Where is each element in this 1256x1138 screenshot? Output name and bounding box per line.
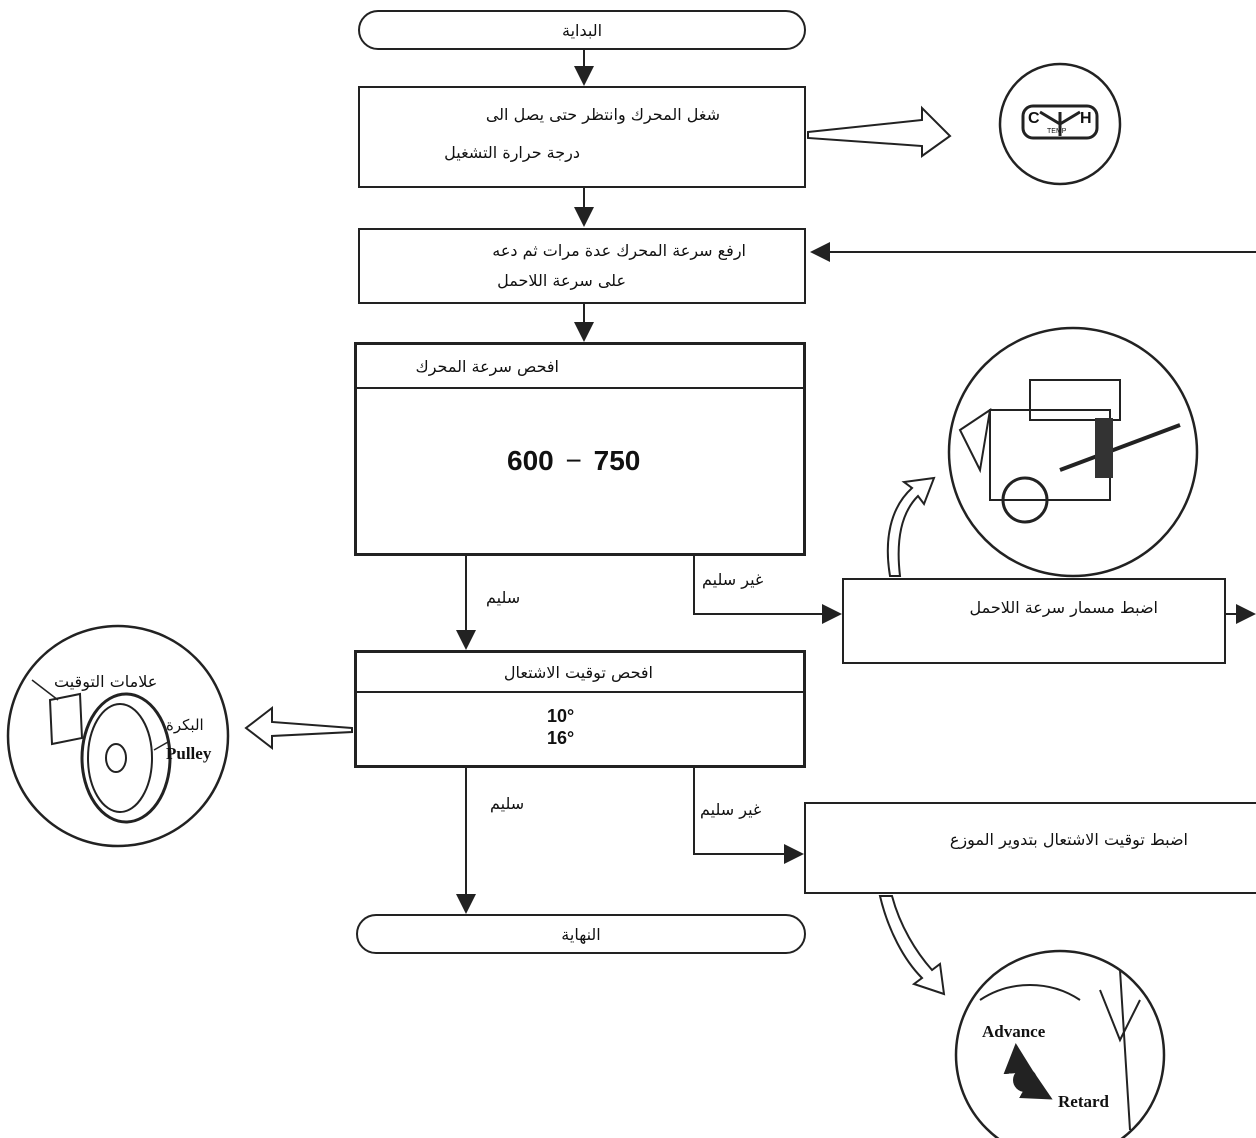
timing-value-1: 10° — [547, 706, 575, 726]
distributor-illustration — [954, 949, 1166, 1138]
hollow-arrow-gauge — [807, 105, 952, 158]
adjust-idle-box: اضبط مسمار سرعة اللاحمل — [842, 578, 1226, 664]
step-warmup-line1: شغل المحرك وانتظر حتى يصل الى — [485, 105, 720, 124]
check-timing-title: افحص توقيت الاشتعال — [503, 663, 653, 682]
pulley-en-label: Pulley — [166, 744, 212, 763]
arrow-check-notok — [693, 556, 842, 624]
step-warmup-line2: درجة حرارة التشغيل — [444, 143, 580, 162]
timing-value-2: 16° — [547, 728, 575, 748]
check-timing-box: افحص توقيت الاشتعال 10° 16° — [354, 650, 806, 768]
speed-high: 750 — [593, 445, 641, 476]
end-terminal: النهاية — [356, 914, 806, 954]
timing-values: 10° 16° — [547, 705, 574, 749]
label-ok-2: سليم — [490, 794, 525, 813]
check-speed-values: 600 − 750 — [507, 445, 641, 476]
timing-marks-label: علامات التوقيت — [54, 672, 158, 691]
label-ok-1: سليم — [486, 588, 521, 607]
gauge-h-label: H — [1080, 110, 1092, 127]
hollow-arrow-pulley — [244, 705, 353, 751]
gauge-temp-label: TEMP — [1047, 128, 1067, 135]
step-rev-box: ارفع سرعة المحرك عدة مرات ثم دعه على سرع… — [358, 228, 806, 304]
speed-low: 600 — [507, 445, 554, 476]
arrow-timing-notok — [693, 768, 804, 864]
check-speed-header: افحص سرعة المحرك — [357, 345, 803, 389]
step-rev-line1: ارفع سرعة المحرك عدة مرات ثم دعه — [492, 241, 746, 260]
adjust-timing-box: اضبط توقيت الاشتعال بتدوير الموزع — [804, 802, 1256, 894]
carburetor-illustration — [947, 326, 1199, 578]
check-speed-title: افحص سرعة المحرك — [415, 357, 559, 376]
pulley-ar-label: البكرة — [166, 716, 204, 734]
advance-label: Advance — [982, 1022, 1046, 1042]
end-label: النهاية — [561, 924, 601, 944]
step-warmup-box: شغل المحرك وانتظر حتى يصل الى درجة حرارة… — [358, 86, 806, 188]
curved-arrow-carb — [886, 476, 936, 577]
step-rev-line2: على سرعة اللاحمل — [497, 271, 626, 290]
gauge-c-label: C — [1028, 110, 1040, 127]
label-notok-2: غير سليم — [700, 800, 762, 819]
check-timing-header: افحص توقيت الاشتعال — [357, 653, 803, 693]
label-notok-1: غير سليم — [702, 570, 764, 589]
start-label: البداية — [561, 20, 603, 40]
check-speed-box: افحص سرعة المحرك 600 − 750 — [354, 342, 806, 556]
retard-label: Retard — [1058, 1092, 1109, 1112]
adjust-timing-label: اضبط توقيت الاشتعال بتدوير الموزع — [949, 830, 1188, 849]
start-terminal: البداية — [358, 10, 806, 50]
pulley-illustration — [6, 624, 230, 848]
curved-arrow-distributor — [878, 895, 946, 996]
temp-gauge-illustration — [998, 62, 1122, 186]
adjust-idle-label: اضبط مسمار سرعة اللاحمل — [969, 598, 1158, 617]
